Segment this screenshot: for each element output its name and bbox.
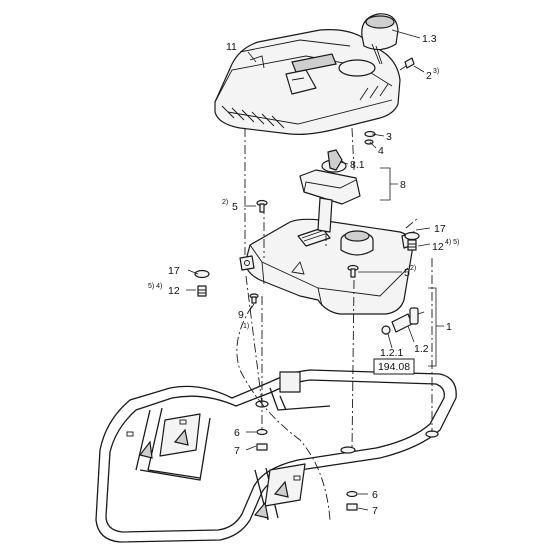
assembly-lines — [236, 127, 433, 521]
tank-cap — [361, 13, 399, 65]
callout-label: 8 — [400, 179, 406, 191]
callout-label: 12 — [432, 241, 444, 253]
callout-label: 4 — [378, 145, 384, 157]
callout-label: 1 — [446, 321, 452, 333]
leader-lines — [186, 29, 444, 511]
callout-label: 6 — [372, 489, 378, 501]
fuel-tap — [381, 307, 425, 335]
cover — [214, 29, 401, 135]
callout-note: 1) — [243, 323, 249, 330]
callout-label: 2 — [426, 70, 432, 82]
callout-prefix: 5) 4) — [148, 283, 162, 290]
callout-label: 1.2.1 — [380, 347, 404, 359]
reference-box-label: 194.08 — [378, 361, 410, 373]
fuel-tank — [239, 218, 417, 315]
callout-label: 3 — [386, 131, 392, 143]
callout-label: 8.1 — [350, 159, 365, 171]
callout-label: 7 — [372, 505, 378, 517]
callout-superscript: 2) — [410, 265, 416, 272]
callout-superscript: 4) 5) — [445, 239, 459, 246]
callout-label: 1.2 — [414, 343, 429, 355]
callout-label: 5 — [404, 267, 410, 279]
callout-prefix: 2) — [222, 199, 228, 206]
callout-label: 12 — [168, 285, 180, 297]
callout-label: 6 — [234, 427, 240, 439]
callout-label: 9 — [238, 309, 244, 321]
callout-label: 17 — [434, 223, 446, 235]
callout-label: 11 — [226, 41, 237, 53]
callout-label: 17 — [168, 265, 180, 277]
callout-label: 1.3 — [422, 33, 437, 45]
base-frame — [95, 369, 457, 543]
callout-label: 7 — [234, 445, 240, 457]
callout-labels: 11 1.3 2 3) 3 4 8.1 8 5 2) 17 12 4) 5) 1… — [148, 33, 459, 517]
reference-box: 194.08 — [373, 358, 415, 375]
callout-label: 5 — [232, 201, 238, 213]
callout-superscript: 3) — [433, 68, 439, 75]
control-bracket — [299, 149, 361, 233]
